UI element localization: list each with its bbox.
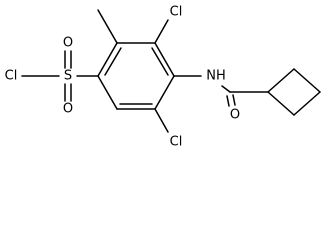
c-cl-bond bbox=[154, 19, 169, 44]
cyclobutane-bond bbox=[293, 68, 321, 93]
methyl-bond bbox=[97, 9, 118, 44]
cyclobutane-bond bbox=[293, 91, 321, 116]
cyclobutane-bond bbox=[267, 91, 295, 116]
amide-nh-label: NH bbox=[206, 69, 226, 84]
atom-label-group: Cl S O O Cl Cl NH O bbox=[5, 5, 240, 150]
sulfonyl-oxygen-lower-label: O bbox=[63, 102, 73, 117]
ring-double-bond bbox=[104, 47, 122, 76]
cyclobutane-bond bbox=[267, 68, 295, 93]
sulfonyl-chloride-cl-label: Cl bbox=[5, 69, 18, 84]
c-cl-bond bbox=[154, 108, 169, 133]
n-c-bond bbox=[221, 85, 231, 93]
ring-double-bond bbox=[151, 47, 169, 76]
ring-chlorine-upper-label: Cl bbox=[170, 5, 183, 20]
bond-group bbox=[21, 9, 321, 133]
ring-bond bbox=[97, 42, 118, 77]
ring-chlorine-lower-label: Cl bbox=[170, 135, 183, 150]
ring-bond bbox=[154, 75, 175, 110]
sulfonyl-oxygen-upper-label: O bbox=[63, 36, 73, 51]
c-o-double-bond bbox=[232, 94, 236, 106]
ring-bond bbox=[154, 42, 175, 77]
ring-bond bbox=[97, 75, 118, 110]
c-o-double-bond bbox=[226, 95, 230, 107]
chemical-structure: Cl S O O Cl Cl NH O bbox=[5, 5, 321, 150]
sulfur-label: S bbox=[64, 69, 72, 84]
amide-oxygen-label: O bbox=[230, 108, 240, 123]
